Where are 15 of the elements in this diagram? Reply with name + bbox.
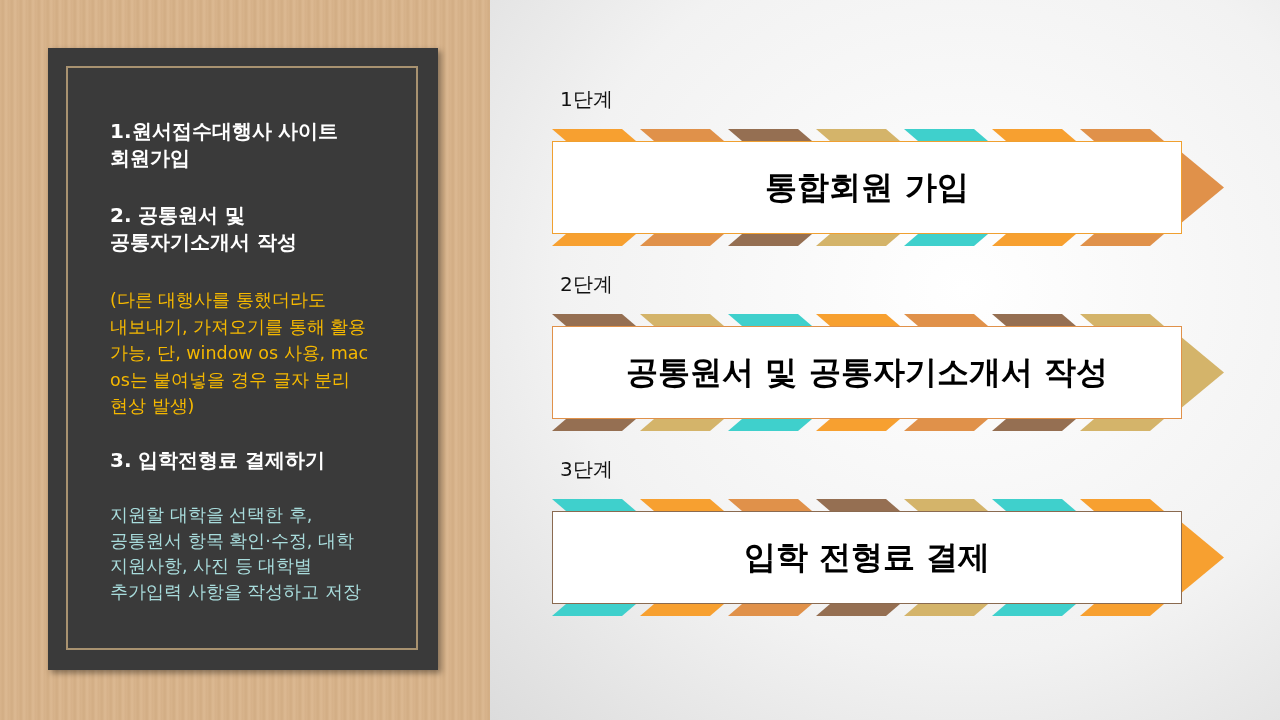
step-title: 통합회원 가입 <box>765 166 969 208</box>
step-box <box>552 141 1182 234</box>
step-heading: 2. 공통원서 및 공통자기소개서 작성 <box>110 202 298 256</box>
note-text: (다른 대행사를 통했더라도 내보내기, 가져오기를 통해 활용 가능, 단, window os 사용, mac os는 붙여넣을 경우 글자 분리 현상 발생) <box>110 289 370 418</box>
step-label: 2단계 <box>560 271 613 298</box>
step-heading: 1.원서접수대행사 사이트 회원가입 <box>110 118 340 172</box>
card-panel <box>48 48 438 670</box>
step-label: 1단계 <box>560 86 613 113</box>
description-text: 지원할 대학을 선택한 후, 공통원서 항목 확인·수정, 대학 지원사항, 사진 등 대학별 추가입력 사항을 작성하고 저장 <box>110 504 362 604</box>
step-label: 3단계 <box>560 456 613 483</box>
step-title: 입학 전형료 결제 <box>743 536 991 578</box>
step-heading: 3. 입학전형료 결제하기 <box>110 447 327 474</box>
step-box <box>552 326 1182 419</box>
step-title: 공통원서 및 공통자기소개서 작성 <box>626 351 1108 393</box>
step-box <box>552 511 1182 604</box>
